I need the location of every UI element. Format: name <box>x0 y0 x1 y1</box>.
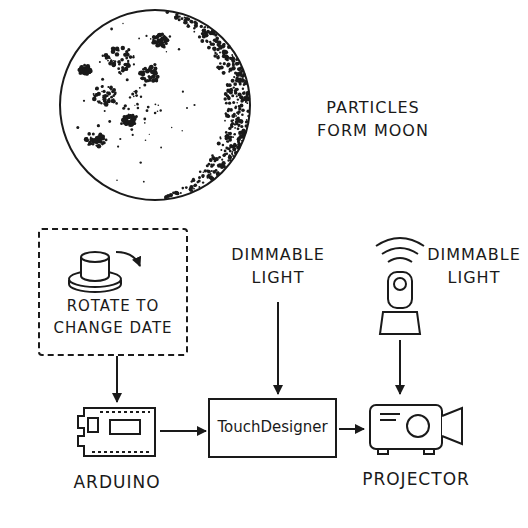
projector-device: PROJECTOR <box>366 401 466 457</box>
light-arrow <box>277 302 279 394</box>
projector-icon <box>370 405 462 454</box>
device-label: ARDUINO <box>73 470 160 495</box>
light-arrow <box>399 340 401 394</box>
input-panel: ROTATE TO CHANGE DATE <box>38 228 188 356</box>
moon-particles <box>60 10 250 200</box>
arduino-icon <box>78 408 155 456</box>
input-label: DIMMABLE LIGHT <box>213 243 343 289</box>
device-label: PROJECTOR <box>362 467 470 492</box>
node-label: TouchDesigner <box>210 400 335 456</box>
node-label: ROTATE TO CHANGE DATE <box>46 296 180 340</box>
arduino-board: ARDUINO <box>76 404 158 460</box>
knob-icon <box>69 252 140 292</box>
caption-label: PARTICLES FORM MOON <box>298 96 448 142</box>
process-box: TouchDesigner <box>208 398 337 458</box>
input-label: DIMMABLE LIGHT <box>424 243 524 289</box>
flow-arrow <box>116 356 118 402</box>
flow-arrow <box>339 428 364 430</box>
flow-arrow <box>160 430 206 432</box>
lamp-icon <box>376 238 424 334</box>
